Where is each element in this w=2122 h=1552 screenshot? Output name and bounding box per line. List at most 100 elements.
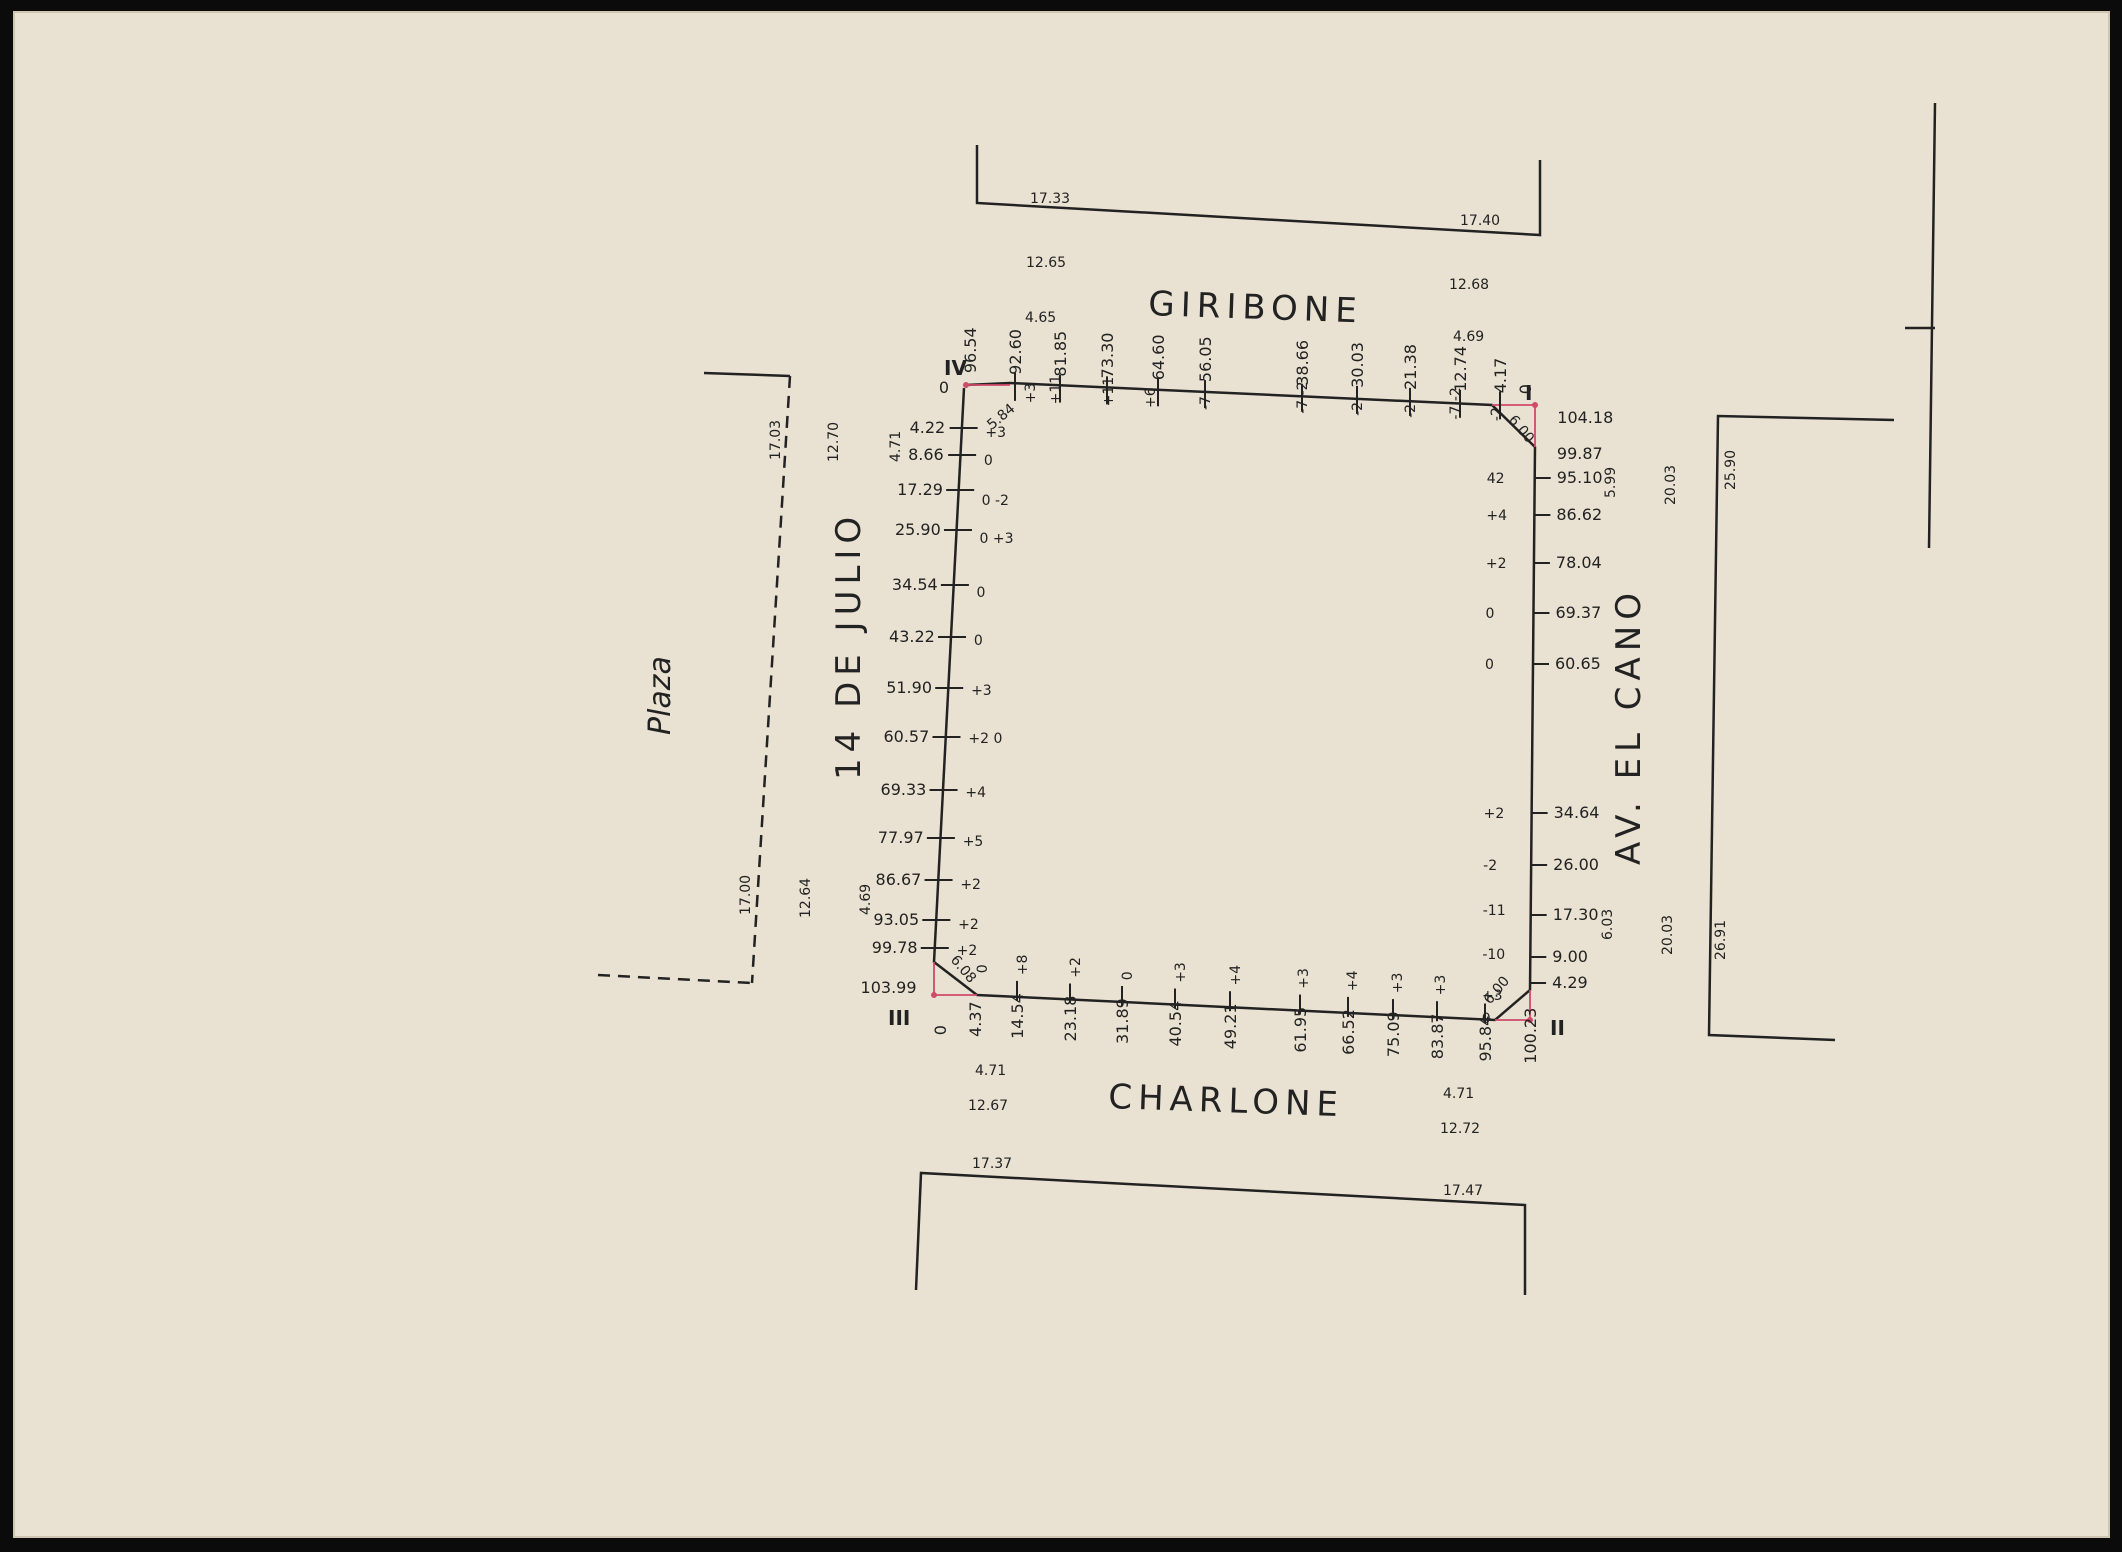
north-station-label: 81.85	[1051, 331, 1070, 377]
east-front-label: 26.91	[1713, 920, 1729, 960]
west-offset-label: +3	[971, 683, 992, 699]
south-offset-label: +4	[1345, 970, 1361, 991]
south-station-label: 14.54	[1008, 993, 1027, 1039]
east-station-label: 95.10	[1557, 468, 1603, 487]
west-station-label: 51.90	[886, 678, 932, 697]
street-west-label: 14 DE JULIO	[829, 511, 869, 780]
north-offset-label: +11	[1048, 375, 1064, 405]
south-width-label: 12.72	[1440, 1121, 1480, 1137]
west-width-label: 4.71	[888, 431, 904, 462]
east-width-label: 6.03	[1600, 909, 1616, 940]
east-offset-label: +2	[1484, 806, 1505, 822]
west-station-label: 86.67	[876, 870, 922, 889]
south-offset-label: +8	[1015, 955, 1031, 976]
north-station-label: 0	[1516, 384, 1535, 394]
west-offset-label: 0 -2	[982, 493, 1009, 509]
south-station-label: 23.18	[1061, 996, 1080, 1042]
corner-nw-label: IV	[944, 356, 967, 380]
east-station-label: 4.29	[1552, 973, 1588, 992]
north-offset-label: -7 -2	[1295, 381, 1311, 413]
north-station-label: 30.03	[1348, 342, 1367, 388]
south-station-label: 0	[931, 1025, 950, 1035]
street-south-label: CHARLONE	[1108, 1077, 1345, 1125]
south-station-label: 83.87	[1428, 1013, 1447, 1059]
north-width-label: 4.65	[1025, 310, 1056, 326]
street-north-label: GIRIBONE	[1148, 284, 1364, 331]
north-station-label: 12.74	[1451, 346, 1470, 392]
west-offset-label: 0	[984, 453, 993, 469]
south-offset-label: +3	[1173, 962, 1189, 983]
east-width-label: 20.03	[1663, 465, 1679, 505]
north-station-label: 96.54	[961, 327, 980, 373]
north-station-label: 38.66	[1293, 340, 1312, 386]
corner-sw-label: III	[888, 1006, 910, 1030]
west-station-label: 8.66	[908, 445, 944, 464]
north-width-label: 4.69	[1453, 329, 1484, 345]
east-front-label: 25.90	[1723, 450, 1739, 490]
south-opposite-block	[914, 1171, 1527, 1295]
west-station-label: 69.33	[881, 780, 927, 799]
plaza-corner-top	[703, 371, 791, 378]
corner-dot	[931, 992, 937, 998]
north-station-label: 92.60	[1006, 329, 1025, 375]
east-width-label: 5.99	[1603, 467, 1619, 498]
south-station-label: 95.84	[1476, 1016, 1495, 1062]
east-opposite-block-lower	[1707, 414, 1895, 1042]
south-front-label: 17.37	[972, 1156, 1012, 1172]
corner-dots	[931, 382, 1538, 1023]
east-width-label: 20.03	[1660, 915, 1676, 955]
west-station-label: 103.99	[861, 978, 917, 997]
east-offset-label: +2	[1486, 556, 1507, 572]
west-station-label: 34.54	[892, 575, 938, 594]
east-station-label: 104.18	[1557, 408, 1613, 427]
south-offset-label: 0	[975, 964, 991, 973]
south-station-label: 49.21	[1221, 1003, 1240, 1049]
west-station-label: 93.05	[873, 910, 919, 929]
north-offset-label: -2	[1403, 404, 1419, 418]
west-width-label: 12.70	[826, 422, 842, 462]
south-station-label: 40.54	[1166, 1001, 1185, 1047]
east-offset-label: +3	[1482, 988, 1503, 1004]
south-station-label: 100.23	[1521, 1008, 1540, 1064]
north-offset-label: +6	[1143, 387, 1159, 408]
south-width-label: 12.67	[968, 1098, 1008, 1114]
east-station-label: 86.62	[1556, 505, 1602, 524]
north-opposite-block	[975, 145, 1542, 237]
north-offset-label: -2	[1489, 407, 1505, 421]
north-station-label: 73.30	[1098, 333, 1117, 379]
corner-dot	[963, 382, 969, 388]
west-offset-label: +2 0	[968, 731, 1002, 747]
plaza-front-label: 17.00	[738, 875, 754, 915]
west-width-label: 4.69	[858, 884, 874, 915]
west-offset-label: +2	[957, 943, 978, 959]
north-width-label: 12.65	[1026, 255, 1066, 271]
north-station-label: 21.38	[1401, 344, 1420, 390]
corner-se-label: II	[1550, 1016, 1565, 1040]
west-offset-label: 0	[974, 633, 983, 649]
north-offset-label: +3	[1023, 383, 1039, 404]
west-offset-label: +2	[958, 917, 979, 933]
north-station-label: 4.17	[1491, 358, 1510, 394]
east-offset-label: 0	[1482, 1011, 1491, 1027]
south-offset-label: +3	[1433, 975, 1449, 996]
south-station-label: 75.09	[1384, 1011, 1403, 1057]
south-station-label: 31.89	[1113, 998, 1132, 1044]
east-station-label: 99.87	[1557, 444, 1603, 463]
north-front-label: 17.33	[1030, 191, 1070, 207]
west-station-label: 0	[939, 378, 949, 397]
plaza-label: Plaza	[643, 656, 678, 735]
street-east-label: AV. EL CANO	[1609, 587, 1649, 865]
west-station-label: 25.90	[895, 520, 941, 539]
plaza-front-label: 17.03	[768, 420, 784, 460]
west-station-label: 99.78	[872, 938, 918, 957]
corner-dot	[1532, 402, 1538, 408]
west-offset-label: +4	[965, 785, 986, 801]
west-offset-label: +3	[985, 425, 1006, 441]
north-width-label: 12.68	[1449, 277, 1489, 293]
east-offset-label: 0	[1485, 606, 1494, 622]
plaza-dashed-south	[597, 973, 753, 985]
west-station-label: 77.97	[878, 828, 924, 847]
west-station-label: 60.57	[883, 727, 929, 746]
